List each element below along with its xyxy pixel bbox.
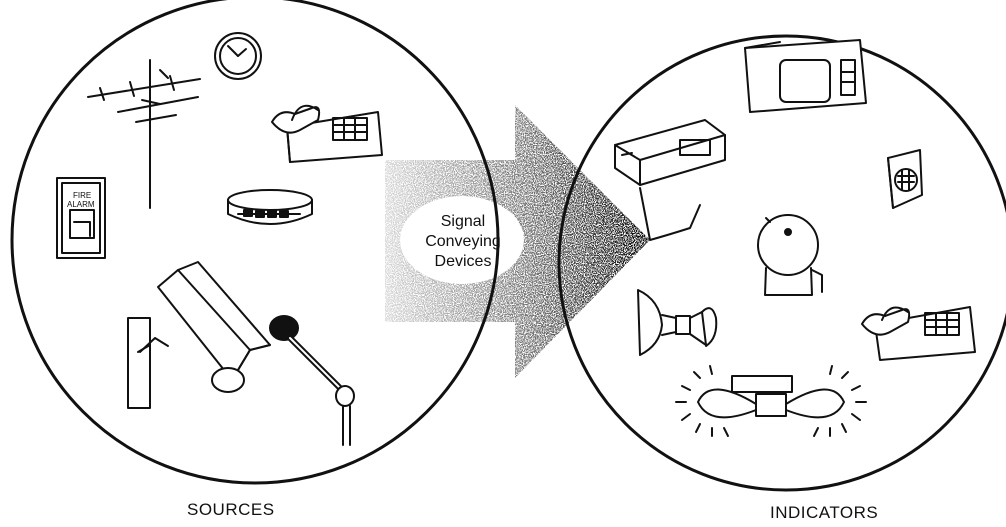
sources-circle [10,0,500,485]
chart-recorder-icon [614,119,726,241]
signal-arrow [385,105,650,378]
indicators-label: INDICATORS [770,503,879,522]
fire-alarm-text-1: FIRE [73,191,91,200]
antenna-icon [87,59,201,209]
arrow-label-line-1: Signal [440,213,486,230]
smoke-detector-icon [227,189,313,225]
telephone-icon [271,104,383,163]
gauge-icon [214,32,262,80]
fire-alarm-icon [56,177,106,259]
sources-label: SOURCES [187,500,275,519]
television-icon [744,39,867,113]
microphone-icon [269,315,355,446]
arrow-label-line-2: Conveying [425,233,501,250]
fire-alarm-text-2: ALARM [67,200,95,209]
speaker-icon [887,149,923,209]
arrow-label: Signal Conveying Devices [408,212,518,272]
horn-icon [637,289,718,356]
arrow-label-line-3: Devices [434,253,492,270]
camera-icon [127,261,271,409]
bell-icon [757,214,823,296]
flashing-light-icon [675,365,867,437]
telephone-icon-indicator [861,306,976,361]
indicators-circle [557,34,1006,492]
